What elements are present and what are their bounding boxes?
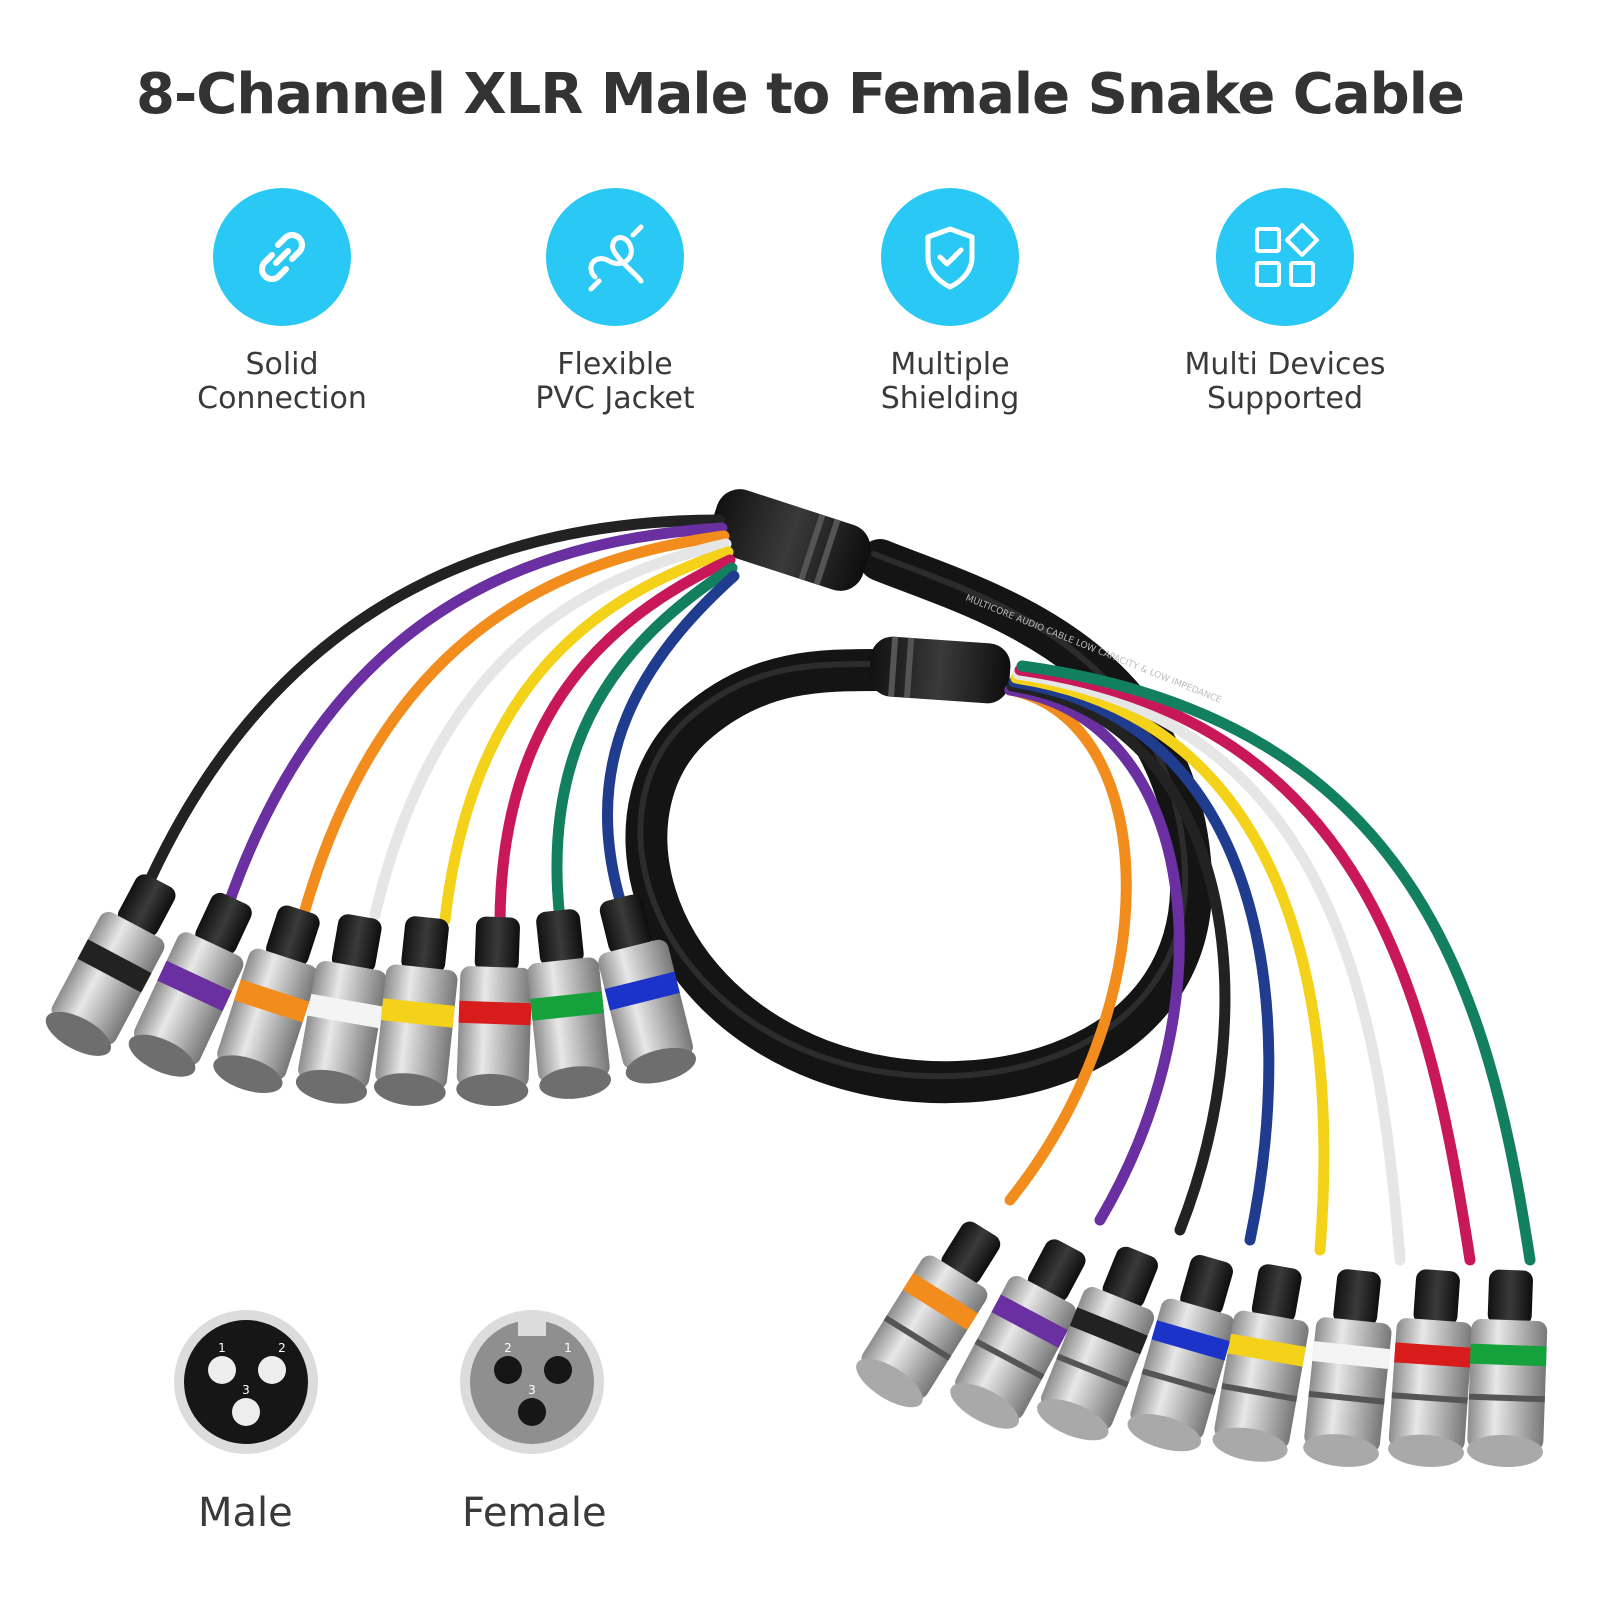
- male-xlr-connector: [456, 916, 533, 1106]
- female-xlr-connector: [1037, 1246, 1158, 1441]
- male-connectors: [45, 874, 697, 1106]
- female-pin-3: 3: [528, 1383, 536, 1397]
- male-xlr-connector: [45, 874, 176, 1056]
- male-xlr-connector: [213, 905, 320, 1094]
- male-label: Male: [198, 1490, 293, 1536]
- female-xlr-connector: [1212, 1264, 1309, 1462]
- female-xlr-connector: [1388, 1269, 1473, 1467]
- female-pinout-diagram: 2 1 3: [460, 1310, 604, 1454]
- female-xlr-connector: [1127, 1254, 1235, 1452]
- male-xlr-connector: [374, 916, 458, 1106]
- feature-label-line1: Flexible: [557, 347, 673, 382]
- male-pin-1: 1: [218, 1341, 226, 1355]
- male-fanout-wires: [144, 514, 740, 931]
- knot-icon: [546, 188, 684, 326]
- female-pin-1: 1: [564, 1341, 572, 1355]
- shield-check-icon: [881, 188, 1019, 326]
- page-title: 8-Channel XLR Male to Female Snake Cable: [136, 62, 1465, 127]
- male-xlr-connector: [128, 892, 252, 1077]
- female-xlr-connector: [1467, 1269, 1548, 1467]
- splitter-boot-bottom: [869, 636, 1011, 704]
- feature-label-line2: Supported: [1206, 381, 1364, 416]
- male-pin-2: 2: [278, 1341, 286, 1355]
- male-pinout-diagram: 1 2 3: [174, 1310, 318, 1454]
- feature-label-line2: Shielding: [880, 381, 1020, 416]
- female-pin-2: 2: [504, 1341, 512, 1355]
- male-xlr-connector: [527, 909, 611, 1099]
- male-xlr-connector: [295, 914, 387, 1104]
- chain-link-icon: [213, 188, 351, 326]
- female-fanout-wires: [1004, 660, 1536, 1266]
- male-pin-3: 3: [242, 1383, 250, 1397]
- female-xlr-connector: [950, 1239, 1086, 1429]
- female-connectors: [856, 1221, 1548, 1467]
- feature-label-line2: Connection: [197, 381, 367, 416]
- feature-label-line2: PVC Jacket: [535, 381, 695, 416]
- female-label: Female: [462, 1490, 607, 1536]
- feature-label-line1: Multiple: [890, 347, 1010, 382]
- female-xlr-connector: [856, 1221, 1001, 1408]
- feature-label-line1: Multi Devices: [1184, 347, 1386, 382]
- feature-label-line1: Solid: [245, 347, 319, 382]
- splitter-boot-top: [709, 489, 871, 591]
- female-xlr-connector: [1303, 1269, 1392, 1467]
- male-xlr-connector: [598, 894, 697, 1084]
- app-grid-icon: [1216, 188, 1354, 326]
